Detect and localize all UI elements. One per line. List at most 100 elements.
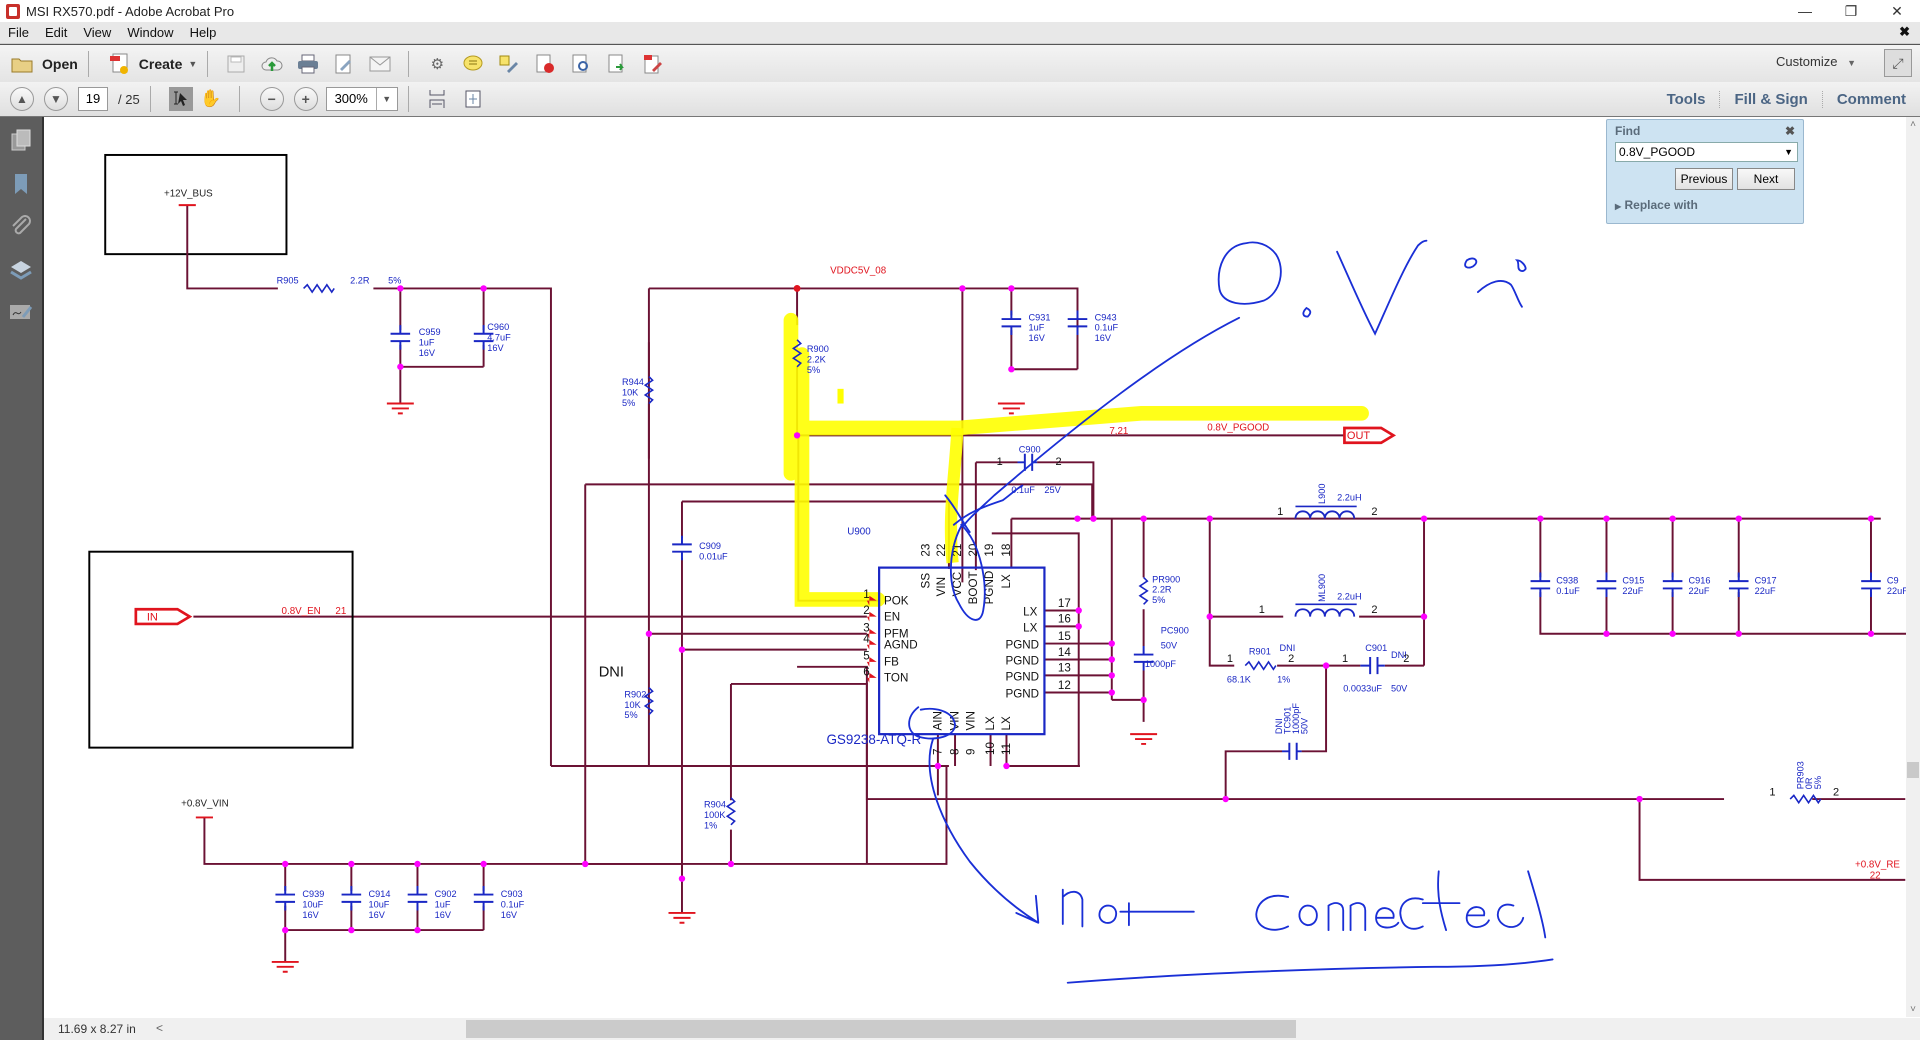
sticky-note-icon[interactable] — [462, 53, 484, 75]
tab-tools[interactable]: Tools — [1666, 90, 1706, 108]
C917-text: 22uF — [1755, 586, 1776, 596]
ink-dot — [1302, 306, 1312, 318]
menu-file[interactable]: File — [8, 25, 29, 40]
C900-voltage: 25V — [1044, 485, 1061, 495]
fullscreen-icon[interactable]: ⤢ — [1884, 49, 1912, 77]
ic-pin-number: 14 — [1058, 646, 1071, 659]
junction-dot — [1090, 515, 1097, 522]
ic-pin-number: 22 — [935, 544, 948, 557]
ink-o2 — [1298, 904, 1318, 927]
C917-text: C917 — [1755, 576, 1777, 586]
folder-icon — [11, 58, 33, 72]
TC901-text: DNI — [1274, 718, 1284, 734]
print-icon[interactable] — [297, 53, 319, 75]
save-icon[interactable] — [225, 53, 247, 75]
minimize-button[interactable]: — — [1798, 3, 1812, 19]
search-page-icon[interactable] — [570, 53, 592, 75]
ML900-ref: ML900 — [1317, 574, 1327, 602]
layers-icon[interactable] — [9, 258, 33, 282]
cloud-upload-icon[interactable] — [261, 53, 283, 75]
page-thumbnails-icon[interactable] — [9, 129, 33, 153]
menu-edit[interactable]: Edit — [44, 25, 68, 40]
junction-dot — [1669, 630, 1676, 637]
out-port-label: OUT — [1347, 430, 1371, 442]
C909-text: 0.01uF — [699, 552, 728, 562]
ic-pin-name: SS — [919, 573, 932, 589]
ink-e2 — [1465, 906, 1490, 928]
find-input[interactable]: 0.8V_PGOOD▼ — [1615, 142, 1798, 162]
C901-ref: C901 — [1365, 643, 1387, 653]
previous-page-button[interactable]: ▲ — [10, 87, 34, 111]
restore-button[interactable]: ❐ — [1844, 3, 1858, 19]
menu-window[interactable]: Window — [127, 25, 174, 40]
ink-v — [1336, 239, 1428, 336]
junction-dot — [480, 860, 487, 868]
junction-dot — [1108, 689, 1115, 696]
document-canvas[interactable]: VDDC5V_08 0.8V_PGOOD 7,21 0.8V_EN 21 +0.… — [44, 117, 1906, 1018]
ic-pin-name: PGND — [1005, 687, 1039, 700]
hand-tool-icon[interactable]: ✋ — [200, 89, 222, 108]
capacitor-C943 — [1067, 310, 1088, 335]
task-pane-tabs: Tools Fill & Sign Comment — [1653, 82, 1920, 116]
PR903-text: PR903 — [1796, 761, 1806, 789]
zoom-out-button[interactable]: − — [259, 87, 284, 111]
ic-pin-name: PGND — [983, 571, 996, 605]
junction-dot — [1075, 623, 1082, 630]
find-dropdown-icon[interactable]: ▼ — [1784, 147, 1793, 157]
create-button[interactable]: Create ▼ — [109, 49, 198, 79]
scroll-up-icon[interactable]: ˄ — [1910, 119, 1916, 130]
ic-pin-number: 12 — [1058, 679, 1071, 692]
junction-dot — [1420, 613, 1428, 620]
bookmarks-icon[interactable] — [9, 172, 33, 196]
scroll-down-icon[interactable]: ˅ — [1910, 1004, 1916, 1015]
menu-view[interactable]: View — [83, 25, 112, 40]
inductor-ML900 — [1294, 603, 1357, 617]
zoom-in-button[interactable]: + — [293, 87, 318, 111]
open-button[interactable]: Open — [10, 49, 78, 79]
create-pdf-icon — [109, 53, 128, 74]
fit-page-icon[interactable] — [462, 88, 484, 110]
gear-icon[interactable]: ⚙ — [430, 55, 445, 73]
highlight-text-icon[interactable] — [498, 53, 520, 75]
find-close-icon[interactable]: ✖ — [1784, 124, 1795, 138]
edit-document-icon[interactable] — [333, 53, 355, 75]
junction-dot — [1537, 515, 1544, 522]
customize-dropdown-icon: ▼ — [1847, 58, 1856, 68]
attachments-icon[interactable] — [9, 215, 33, 239]
capacitor-TC901 — [1281, 742, 1302, 760]
next-page-button[interactable]: ▼ — [44, 87, 68, 111]
inductor-L900 — [1294, 505, 1357, 519]
pdf-file-icon — [6, 3, 20, 19]
scroll-left-icon[interactable]: < — [156, 1021, 164, 1035]
menu-help[interactable]: Help — [189, 25, 217, 40]
close-button[interactable]: ✕ — [1891, 3, 1903, 19]
delete-page-icon[interactable] — [534, 53, 556, 75]
zoom-value: 300% — [327, 88, 377, 110]
vertical-scrollbar[interactable]: ˄ ˅ — [1906, 117, 1920, 1017]
find-next-button[interactable]: Next — [1737, 168, 1795, 190]
horizontal-scroll-thumb[interactable] — [466, 1020, 1296, 1038]
zoom-level-select[interactable]: 300%▼ — [325, 87, 398, 111]
signatures-icon[interactable] — [9, 301, 33, 325]
page-number-input[interactable]: 19 — [78, 87, 108, 111]
vertical-scroll-thumb[interactable] — [1907, 762, 1919, 778]
tab-comment[interactable]: Comment — [1821, 90, 1920, 108]
junction-dot — [1108, 656, 1115, 663]
highlight-mark — [837, 388, 844, 404]
ic-pin-name: LX — [1023, 605, 1037, 618]
close-document-icon[interactable]: ✖ — [1899, 24, 1910, 39]
export-page-icon[interactable] — [606, 53, 628, 75]
R900-text: R900 — [807, 344, 829, 354]
C939-text: C939 — [302, 889, 324, 899]
find-previous-button[interactable]: Previous — [1675, 168, 1733, 190]
email-icon[interactable] — [369, 53, 391, 75]
component-pin-number: 1 — [1342, 653, 1348, 665]
create-dropdown-icon: ▼ — [188, 58, 198, 69]
fit-width-icon[interactable] — [426, 88, 448, 110]
PR903-pin: 1 — [1769, 786, 1775, 798]
annotate-page-icon[interactable] — [642, 53, 664, 75]
replace-with-toggle[interactable]: ▶ Replace with — [1615, 198, 1698, 212]
customize-menu[interactable]: Customize ▼ — [1776, 54, 1856, 69]
tab-fill-sign[interactable]: Fill & Sign — [1719, 90, 1821, 108]
select-tool-button[interactable] — [168, 87, 193, 111]
